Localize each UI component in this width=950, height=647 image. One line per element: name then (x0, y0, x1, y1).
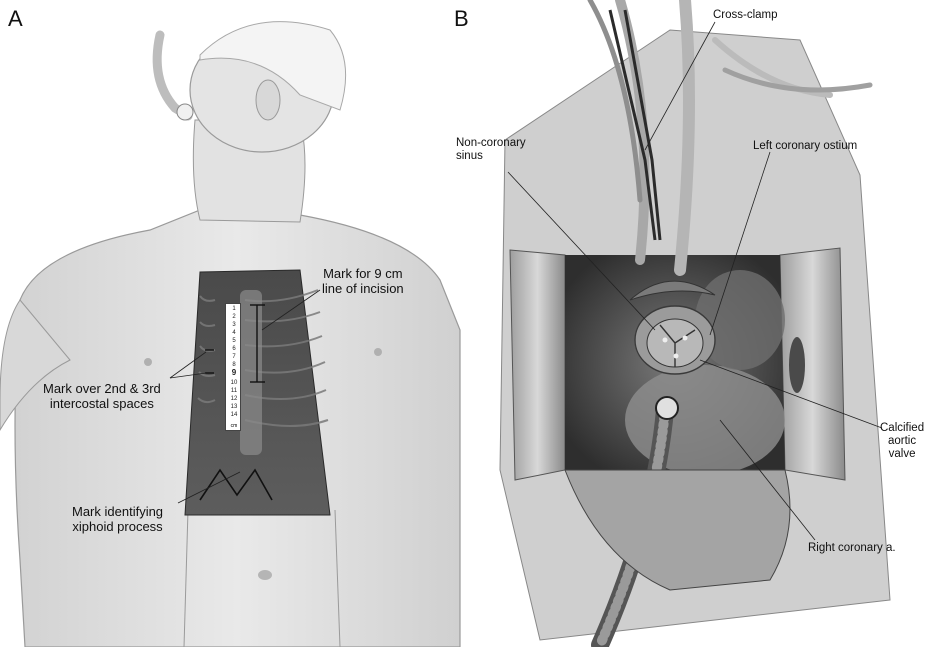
ruler-tick: 3 (232, 322, 236, 328)
label-line: intercostal spaces (49, 396, 154, 411)
sternum (240, 290, 262, 455)
navel (258, 570, 272, 580)
cross-clamp (608, 9, 662, 241)
label-line: sinus (456, 150, 483, 162)
panel-letter-a: A (8, 6, 23, 31)
panel-a-chest-illustration: A 1 2 3 4 5 6 7 8 9 10 11 12 13 14 cm Ma… (0, 0, 470, 647)
ruler-tick: 5 (232, 338, 236, 344)
heart-tissue (625, 365, 785, 475)
label-cross-clamp: Cross-clamp (713, 9, 778, 21)
label-line: Mark for 9 cm (323, 266, 403, 281)
label-line: aortic (887, 435, 917, 447)
label-line: valve (888, 448, 916, 460)
leader-lines-b (507, 21, 883, 541)
label-incision-mark: Mark for 9 cm line of incision (322, 266, 404, 296)
label-left-coronary-ostium: Left coronary ostium (753, 140, 858, 152)
ruler-tick: 2 (232, 314, 236, 320)
ruler-tick: 9 (231, 368, 237, 377)
ruler-tick: 10 (230, 380, 238, 386)
raised-arm (0, 299, 71, 431)
label-line: line of incision (322, 281, 404, 296)
ruler-tick: 11 (230, 388, 238, 394)
ruler-tick: 13 (230, 404, 238, 410)
leader-lines-a (169, 289, 321, 504)
ruler-tick: 4 (232, 330, 236, 336)
incision-line-marker (250, 304, 265, 383)
label-right-coronary: Right coronary a. (808, 542, 896, 554)
label-calcified-aortic-valve: Calcified aortic valve (880, 422, 924, 461)
surgical-field-illustration (499, 0, 891, 647)
label-non-coronary-sinus: Non-coronary sinus (456, 137, 526, 163)
ruler-tick: 1 (232, 306, 236, 312)
surgical-cap (199, 21, 347, 111)
retractor-left (509, 249, 566, 481)
ruler-unit: cm (230, 423, 238, 429)
endotracheal-tube (152, 30, 193, 121)
ruler-tick: 7 (232, 354, 236, 360)
label-intercostal-mark: Mark over 2nd & 3rd intercostal spaces (43, 381, 161, 411)
ear (255, 79, 281, 121)
label-line: Mark identifying (72, 504, 164, 519)
measuring-ruler: 1 2 3 4 5 6 7 8 9 10 11 12 13 14 cm (225, 303, 241, 431)
label-line: Mark over 2nd & 3rd (43, 381, 161, 396)
intercostal-marks (205, 349, 214, 374)
panel-letter-b: B (454, 6, 469, 31)
ruler-tick: 12 (230, 396, 238, 402)
label-line: xiphoid process (72, 519, 163, 534)
xiphoid-marker (199, 468, 273, 501)
retractor-right (779, 247, 846, 481)
ruler-tick: 8 (232, 362, 236, 368)
ruler-tick: 6 (232, 346, 236, 352)
panel-b-aortic-valve-illustration: B Cross-clamp Non-coronary sinus Left co… (454, 0, 950, 647)
label-line: Non-coronary (456, 137, 526, 149)
lower-incision (564, 469, 791, 591)
label-line: Calcified (880, 422, 925, 434)
label-xiphoid-mark: Mark identifying xiphoid process (72, 504, 163, 534)
ruler-tick: 14 (230, 412, 238, 418)
